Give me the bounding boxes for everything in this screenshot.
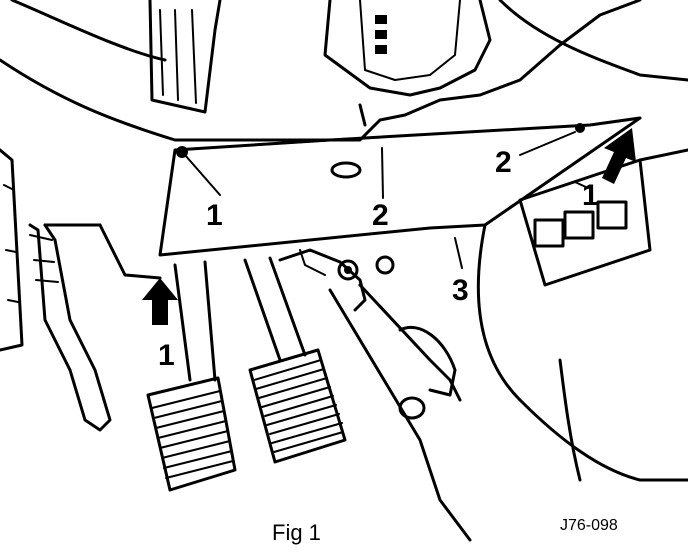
callout-leaders: [184, 131, 589, 269]
reference-code: J76-098: [560, 517, 618, 534]
clutch-pedal-icon: [146, 376, 237, 492]
left-door-frame: [0, 148, 112, 432]
callout-panel-label: 2: [495, 146, 512, 179]
dashboard-upper: [0, 0, 688, 142]
brake-pedal-icon: [248, 348, 347, 464]
callout-panel-label: 2: [372, 199, 389, 232]
pedal-mechanism: [173, 248, 472, 542]
callout-stop-label: 3: [452, 274, 469, 307]
arrow-up-icon: [602, 128, 636, 184]
callout-fastener-label: 1: [582, 179, 599, 212]
arrow-up-icon: [142, 278, 178, 325]
callout-fastener-label: 1: [206, 199, 223, 232]
lower-trim-panel: [158, 116, 642, 257]
callout-fastener-label: 1: [158, 339, 175, 372]
figure-caption: Fig 1: [272, 520, 321, 545]
center-console: [43, 148, 688, 482]
